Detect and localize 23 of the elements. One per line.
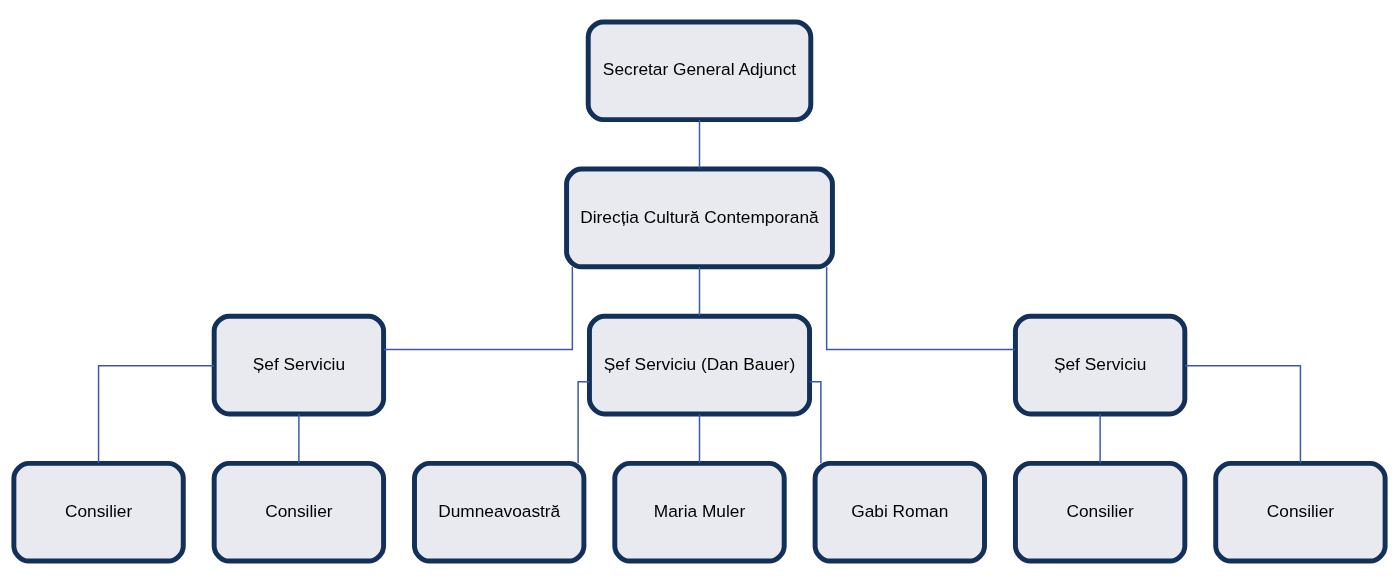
node-box: Șef Serviciu (Dan Bauer) (586, 313, 813, 417)
connector (1184, 364, 1302, 464)
node-box: Maria Muler (612, 460, 787, 564)
node-box: Șef Serviciu (1012, 313, 1188, 417)
connector (698, 413, 701, 464)
node-box: Consilier (1213, 460, 1388, 564)
node-box: Secretar General Adjunct (585, 19, 814, 123)
connector (298, 413, 300, 464)
connector (698, 266, 701, 317)
connector (577, 381, 591, 464)
node-box: Dumneavoastră (412, 460, 587, 564)
node-box: Consilier (11, 460, 186, 564)
connector (698, 119, 701, 170)
connector (383, 266, 574, 351)
connector (808, 381, 822, 464)
node-box: Direcția Cultură Contemporană (564, 166, 835, 270)
connector (1099, 413, 1101, 464)
node-box: Gabi Roman (812, 460, 987, 564)
connector (825, 266, 1016, 351)
node-box: Șef Serviciu (211, 313, 387, 417)
node-box: Consilier (211, 460, 387, 564)
connector (97, 364, 215, 464)
node-box: Consilier (1012, 460, 1188, 564)
